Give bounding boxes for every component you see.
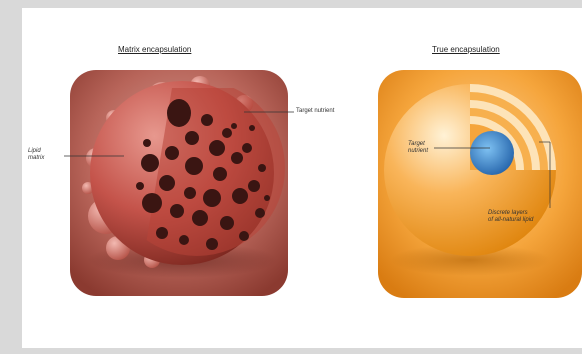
- diagram-illustration: [22, 8, 582, 348]
- figure-frame: Matrix encapsulation True encapsulation: [22, 8, 582, 348]
- target-nutrient-label-right: Target nutrient: [408, 141, 428, 155]
- target-nutrient-label-left: Target nutrient: [296, 108, 334, 115]
- discrete-layers-label: Discrete layers of all-natural lipid: [488, 210, 533, 224]
- lipid-matrix-label: Lipid matrix: [28, 148, 44, 162]
